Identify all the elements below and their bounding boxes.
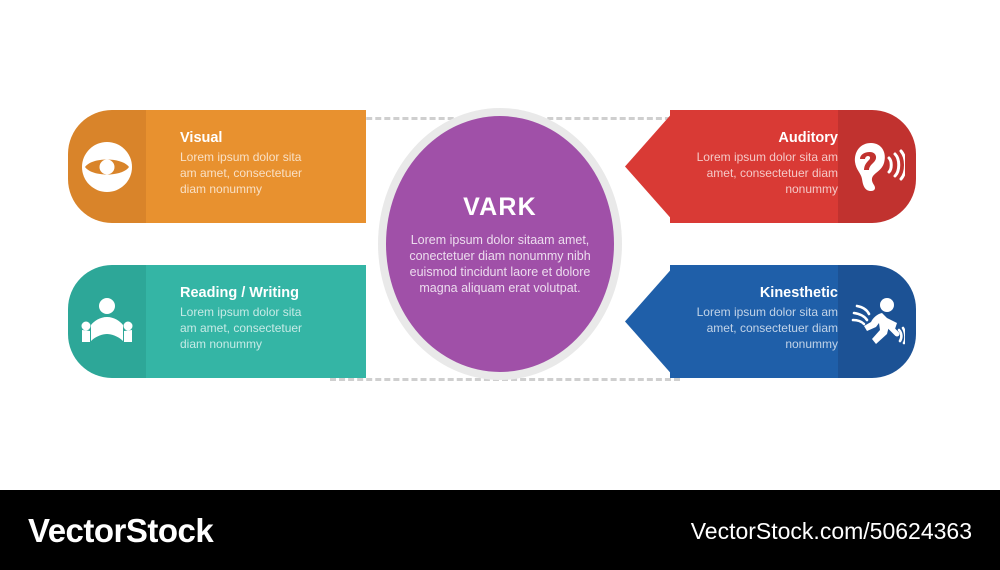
panel-reading-writing-text: Reading / Writing Lorem ipsum dolor sita… xyxy=(180,285,320,352)
infographic-canvas: Visual Lorem ipsum dolor sita am amet, c… xyxy=(68,108,917,381)
panel-reading-writing[interactable]: Reading / Writing Lorem ipsum dolor sita… xyxy=(68,265,366,378)
panel-reading-writing-body xyxy=(146,265,366,378)
panel-auditory-description: Lorem ipsum dolor sita am amet, consecte… xyxy=(696,150,838,196)
panel-kinesthetic-body xyxy=(670,265,840,378)
panel-kinesthetic-icon-block xyxy=(838,265,916,378)
panel-reading-writing-title: Reading / Writing xyxy=(180,285,299,301)
panel-kinesthetic-text: Kinesthetic Lorem ipsum dolor sita am am… xyxy=(670,285,838,352)
center-circle[interactable]: VARK Lorem ipsum dolor sitaam amet, cone… xyxy=(386,116,614,372)
panel-visual-text: Visual Lorem ipsum dolor sita am amet, c… xyxy=(180,130,320,197)
panel-reading-writing-icon-block xyxy=(68,265,146,378)
person-reading-book-icon xyxy=(81,297,133,342)
panel-visual-title: Visual xyxy=(180,130,223,146)
watermark-bar: VectorStock VectorStock.com/50624363 xyxy=(0,490,1000,570)
panel-reading-writing-description: Lorem ipsum dolor sita am amet, consecte… xyxy=(180,305,303,351)
panel-kinesthetic-description: Lorem ipsum dolor sita am amet, consecte… xyxy=(696,305,838,351)
vectorstock-logo: VectorStock xyxy=(28,512,214,549)
center-description: Lorem ipsum dolor sitaam amet, conectetu… xyxy=(409,232,591,295)
eye-icon xyxy=(82,141,132,192)
panel-kinesthetic-title: Kinesthetic xyxy=(759,285,838,301)
panel-auditory-icon-block xyxy=(838,110,916,223)
panel-auditory-arrow xyxy=(625,110,675,223)
running-person-icon xyxy=(851,297,905,344)
panel-visual-icon-block xyxy=(68,110,146,223)
ear-sound-icon xyxy=(854,142,905,191)
panel-visual[interactable]: Visual Lorem ipsum dolor sita am amet, c… xyxy=(68,110,366,223)
panel-visual-description: Lorem ipsum dolor sita am amet, consecte… xyxy=(180,150,303,196)
panel-kinesthetic-arrow xyxy=(625,265,675,378)
panel-auditory-title: Auditory xyxy=(778,130,838,146)
panel-visual-body xyxy=(146,110,366,223)
panel-auditory[interactable]: Auditory Lorem ipsum dolor sita am amet,… xyxy=(625,110,917,223)
panel-auditory-body xyxy=(670,110,840,223)
vectorstock-url: VectorStock.com/50624363 xyxy=(690,518,972,544)
center-title: VARK xyxy=(463,192,537,221)
panel-auditory-text: Auditory Lorem ipsum dolor sita am amet,… xyxy=(670,130,838,197)
panel-kinesthetic[interactable]: Kinesthetic Lorem ipsum dolor sita am am… xyxy=(625,265,917,378)
